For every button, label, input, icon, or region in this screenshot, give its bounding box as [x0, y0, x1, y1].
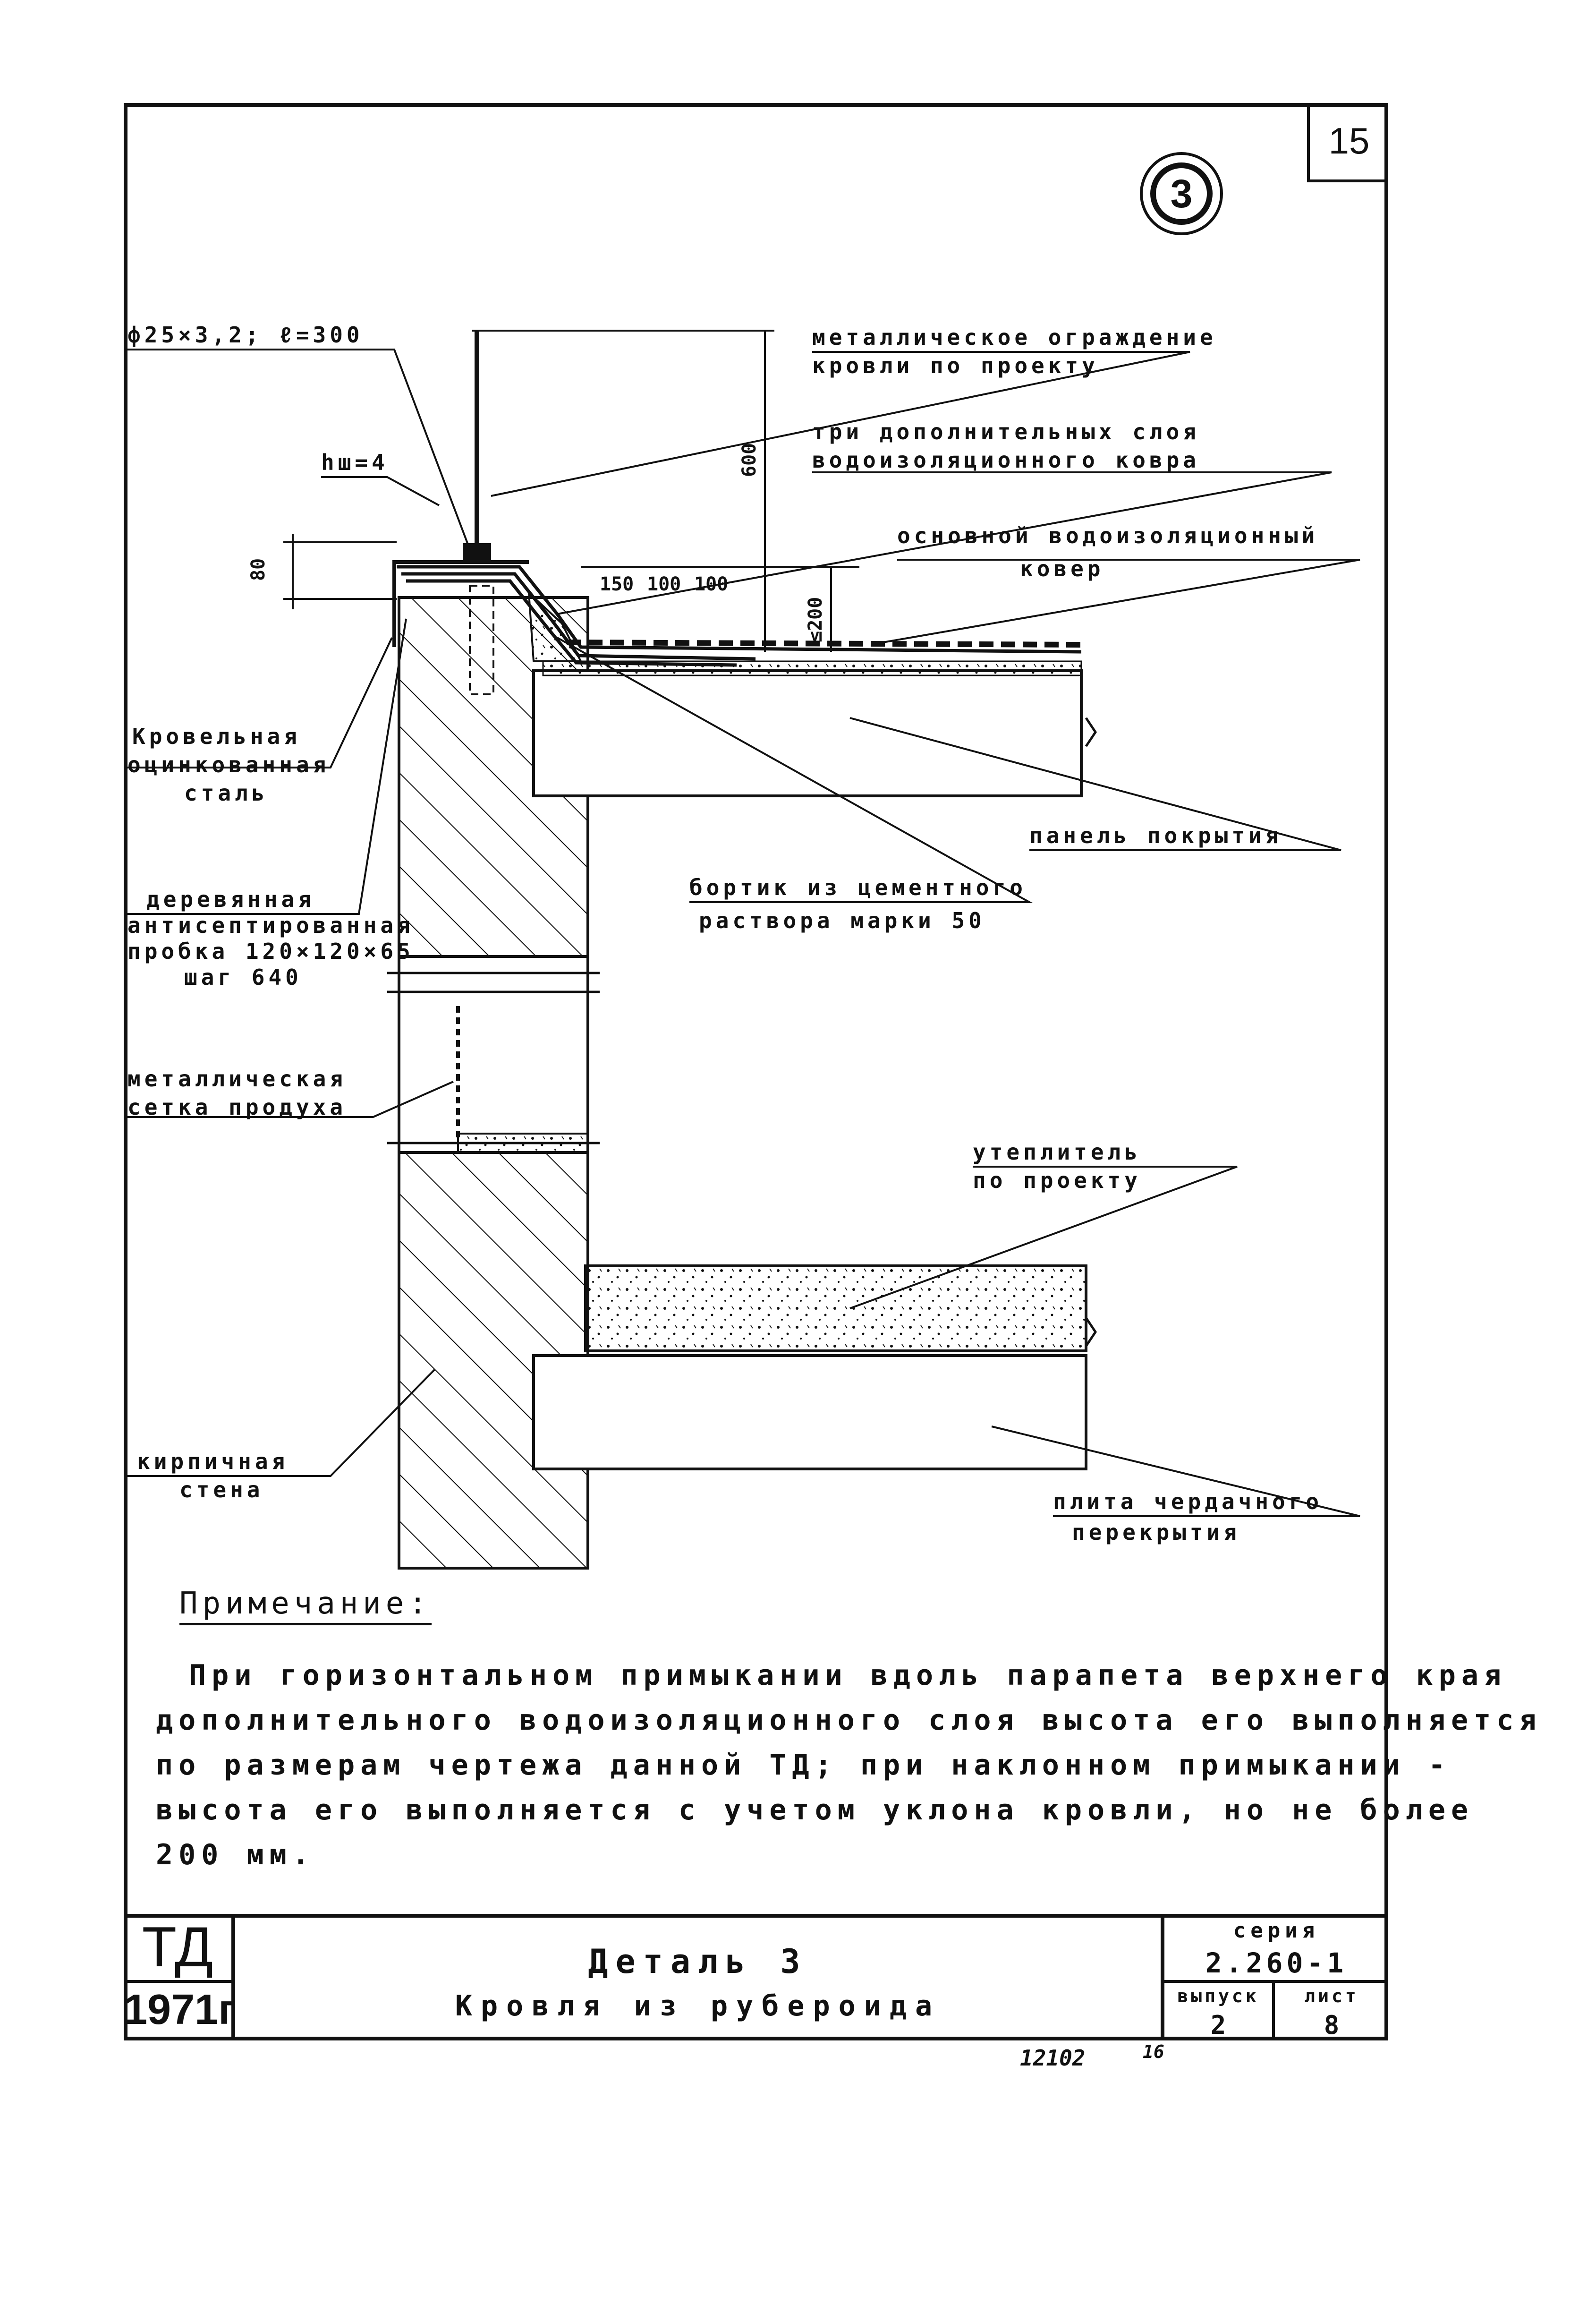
sheet-cell: лист 8	[1275, 1983, 1388, 2040]
title-block	[124, 1914, 1388, 2040]
series-cell: серия 2.260-1	[1164, 1914, 1388, 1983]
note-body: При горизонтальном примыкании вдоль пара…	[156, 1653, 1542, 1878]
plug-label-4: шаг 640	[184, 964, 302, 990]
note-line-4: высота его выполняется с учетом уклона к…	[156, 1793, 1474, 1827]
wall-label-2: стена	[179, 1477, 263, 1502]
note-line-2: дополнительного водоизоляционного слоя в…	[156, 1704, 1542, 1737]
curb-label-1: бортик из цементного	[689, 875, 1027, 900]
note-line-3: по размерам чертежа данной ТД; при накло…	[156, 1749, 1452, 1782]
dim-200: ≤200	[805, 597, 826, 642]
insul-label-2: по проекту	[973, 1168, 1141, 1193]
plug-label-3: пробка 120×120×65	[127, 939, 414, 964]
mesh-label-1: металлическая	[127, 1066, 347, 1092]
railing-label-2: кровли по проекту	[812, 353, 1099, 378]
curb-label-2: раствора марки 50	[699, 908, 985, 933]
note-line-5: 200 мм.	[156, 1838, 315, 1871]
dim-150: 150	[600, 573, 634, 595]
hw-label: hш=4	[321, 450, 389, 475]
panel-label: панель покрытия	[1029, 823, 1282, 848]
dim-80: 80	[247, 558, 269, 581]
title-block-right: серия 2.260-1 выпуск 2 лист 8	[1161, 1914, 1388, 2040]
mesh-label-2: сетка продуха	[127, 1094, 347, 1120]
carpet-label-1: основной водоизоляционный	[897, 523, 1318, 548]
dim-600: 600	[739, 443, 760, 477]
series-value: 2.260-1	[1205, 1947, 1348, 1979]
td-year: 1971г	[124, 1986, 236, 2033]
pipe-label: ф25×3,2; ℓ=300	[127, 322, 364, 348]
metal-railing	[463, 330, 774, 562]
steel-label-2: оцинкованная	[127, 752, 330, 777]
issue-label: выпуск	[1177, 1986, 1259, 2006]
roof-panel	[532, 660, 1097, 797]
plug-label-1: деревянная	[146, 887, 315, 912]
attic-slab	[532, 1264, 1097, 1470]
sheet-number: 15	[1307, 103, 1388, 182]
railing-label-1: металлическое ограждение	[812, 324, 1217, 350]
plug-label-2: антисептированная	[127, 913, 414, 938]
steel-label-3: сталь	[184, 780, 268, 806]
issue-value: 2	[1210, 2010, 1226, 2040]
issue-cell: выпуск 2	[1164, 1983, 1275, 2040]
footer-code: 12102	[1020, 2045, 1086, 2071]
series-label: серия	[1233, 1919, 1320, 1943]
slab-label-1: плита чердачного	[1053, 1489, 1323, 1514]
leader-lines	[127, 349, 1360, 1517]
title-block-td: ТД 1971г	[124, 1914, 236, 2040]
wooden-plug	[469, 585, 494, 695]
title-block-center: Деталь 3 Кровля из рубероида	[235, 1914, 1161, 2040]
insul-label-1: утеплитель	[973, 1139, 1141, 1165]
detail-mark: 3	[1140, 152, 1223, 235]
sheet-label: лист	[1304, 1986, 1359, 2006]
layers-label-1: три дополнительных слоя	[812, 419, 1200, 444]
detail-title: Деталь 3	[588, 1942, 808, 1981]
wall-label-1: кирпичная	[137, 1449, 289, 1474]
sheet-value: 8	[1324, 2010, 1340, 2040]
footer-num: 16	[1143, 2041, 1164, 2062]
drawing-frame	[124, 103, 1388, 2040]
note-line-1: При горизонтальном примыкании вдоль пара…	[189, 1659, 1507, 1692]
carpet-label-2: ковер	[1020, 556, 1104, 581]
note-title: Примечание:	[179, 1586, 432, 1625]
detail-subtitle: Кровля из рубероида	[455, 1989, 941, 2023]
td-mark: ТД	[124, 1914, 231, 1983]
steel-label-1: Кровельная	[132, 724, 301, 749]
slab-label-2: перекрытия	[1072, 1519, 1240, 1545]
layers-label-2: водоизоляционного ковра	[812, 447, 1200, 473]
